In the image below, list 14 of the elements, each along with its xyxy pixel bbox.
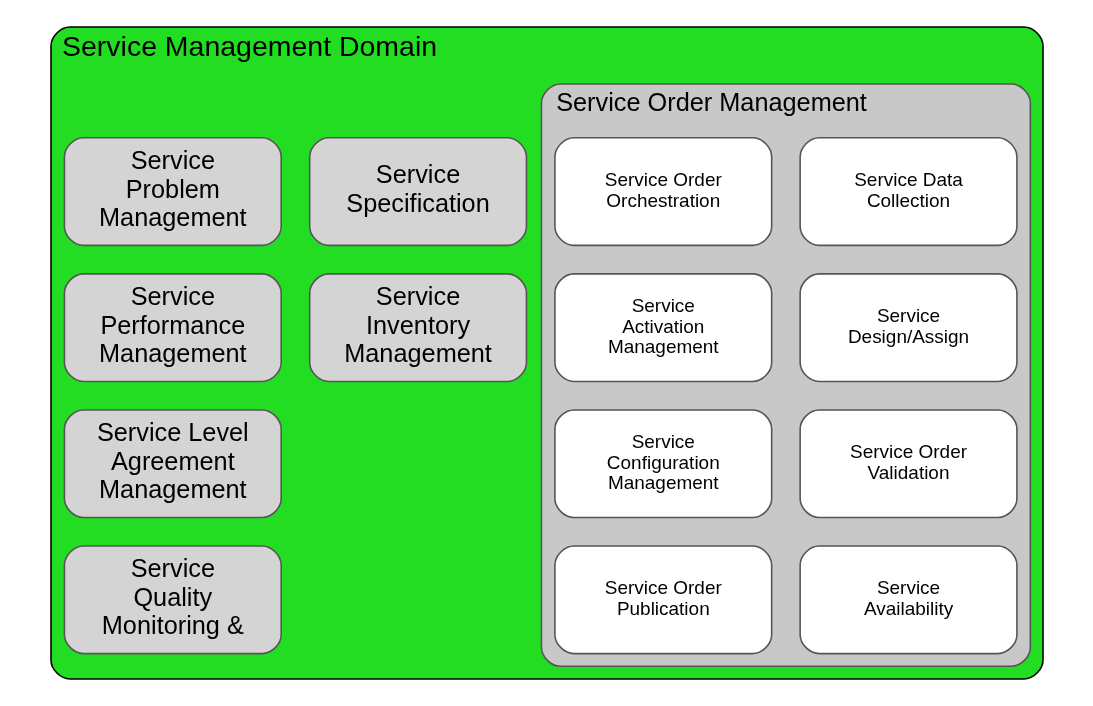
node-box: Service Inventory Management bbox=[308, 273, 527, 383]
node-box: Service Availability bbox=[798, 545, 1018, 655]
node-box: Service Quality Monitoring & bbox=[63, 545, 282, 655]
node-box: Service Performance Management bbox=[63, 273, 282, 383]
node-box: Service Order Validation bbox=[798, 409, 1018, 519]
node-box: Service Configuration Management bbox=[553, 409, 772, 519]
node-box: Service Design/Assign bbox=[798, 273, 1018, 383]
node-box: Service Specification bbox=[308, 137, 527, 247]
node-box: Service Activation Management bbox=[553, 273, 772, 383]
node-box: Service Data Collection bbox=[798, 137, 1018, 247]
node-box: Service Order Publication bbox=[553, 545, 772, 655]
node-box: Service Order Orchestration bbox=[553, 137, 772, 247]
node-box: Service Level Agreement Management bbox=[63, 409, 282, 519]
node-box: Service Problem Management bbox=[63, 137, 282, 247]
